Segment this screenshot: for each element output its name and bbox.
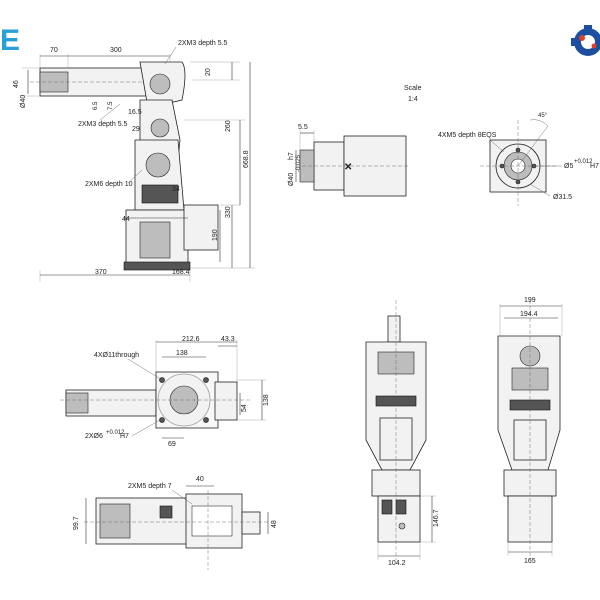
bottom-dim-48: 48 [271, 520, 278, 528]
flange-angle: 45° [538, 113, 548, 119]
base-dim-212-6: 212.6 [182, 336, 200, 343]
base-pin-tol: +0.012 [106, 430, 125, 436]
flange-fit-h7: h7 [288, 152, 295, 160]
dim-6-5: 6.5 [93, 101, 99, 110]
flange-side-view: ✕ 5.5 Ø40 -0.025 h7 [288, 124, 410, 197]
dim-260: 260 [225, 120, 232, 132]
base-dim-138-right: 138 [263, 394, 270, 406]
dim-300: 300 [110, 47, 122, 54]
flange-dim-d31-5: Ø31.5 [553, 194, 572, 201]
dim-168-4: 168.4 [172, 269, 190, 276]
brand-logo-fragment: E [0, 24, 20, 57]
flange-dim-d40: Ø40 [288, 173, 295, 186]
dim-16-5: 16.5 [128, 109, 142, 116]
note-2xm6: 2XM6 depth 10 [85, 181, 133, 188]
base-pin-fit: H7 [120, 433, 129, 440]
bottom-dim-40: 40 [196, 476, 204, 483]
dim-20: 20 [205, 68, 212, 76]
rear-dim-194-4: 194.4 [520, 311, 538, 318]
dim-668-8: 668.8 [243, 150, 250, 168]
base-dim-69: 69 [168, 441, 176, 448]
side-view: 70 300 2XM3 depth 5.5 20 46 Ø40 6.5 7.5 … [13, 40, 255, 282]
gear-logo-icon [571, 25, 600, 56]
flange-pin-tol: +0.012 [574, 159, 593, 165]
base-dim-43-3: 43.3 [221, 336, 235, 343]
flange-dim-5-5: 5.5 [298, 124, 308, 131]
dim-46: 46 [13, 80, 20, 88]
dim-d40: Ø40 [20, 95, 27, 108]
base-note-holes: 4XØ11through [94, 352, 139, 359]
rear-dim-199: 199 [524, 297, 536, 304]
dim-34: 34 [172, 186, 180, 193]
flange-pin-fit: H7 [590, 163, 599, 170]
bottom-dim-99-7: 99.7 [73, 516, 80, 530]
flange-note-4xm5: 4XM5 depth 8EQS [438, 132, 497, 139]
bottom-note-2xm5: 2XM5 depth 7 [128, 483, 172, 490]
rear-dim-165: 165 [524, 558, 536, 565]
front-dim-146-7: 146.7 [433, 509, 440, 527]
dim-44: 44 [122, 216, 130, 223]
dim-190: 190 [212, 229, 219, 241]
base-top-view: 212.6 43.3 138 4XØ11through 138 54 2XØ6 … [60, 336, 270, 448]
dim-70: 70 [50, 47, 58, 54]
scale-value: 1:4 [408, 96, 418, 103]
note-2xm3-mid: 2XM3 depth 5.5 [78, 121, 128, 128]
front-view: 146.7 104.2 [365, 300, 440, 567]
scale-label: Scale [404, 85, 422, 92]
dim-7-5: 7.5 [108, 101, 114, 110]
flange-front-view: 4XM5 depth 8EQS 45° Ø5 +0.012 H7 Ø31.5 [438, 113, 599, 206]
front-dim-104-2: 104.2 [388, 560, 406, 567]
dim-29: 29 [132, 126, 140, 133]
base-dim-54: 54 [241, 404, 248, 412]
rear-view: 199 194.4 165 [497, 297, 563, 565]
base-bottom-view: 2XM5 depth 7 40 99.7 48 [73, 476, 278, 570]
flange-tol: -0.025 [296, 154, 302, 172]
svg-text:✕: ✕ [344, 162, 352, 173]
base-dim-138-top: 138 [176, 350, 188, 357]
dim-370: 370 [95, 269, 107, 276]
flange-dim-d5: Ø5 [564, 163, 573, 170]
note-2xm3-top: 2XM3 depth 5.5 [178, 40, 228, 47]
dim-330: 330 [225, 206, 232, 218]
base-note-pins: 2XØ6 [85, 433, 103, 440]
